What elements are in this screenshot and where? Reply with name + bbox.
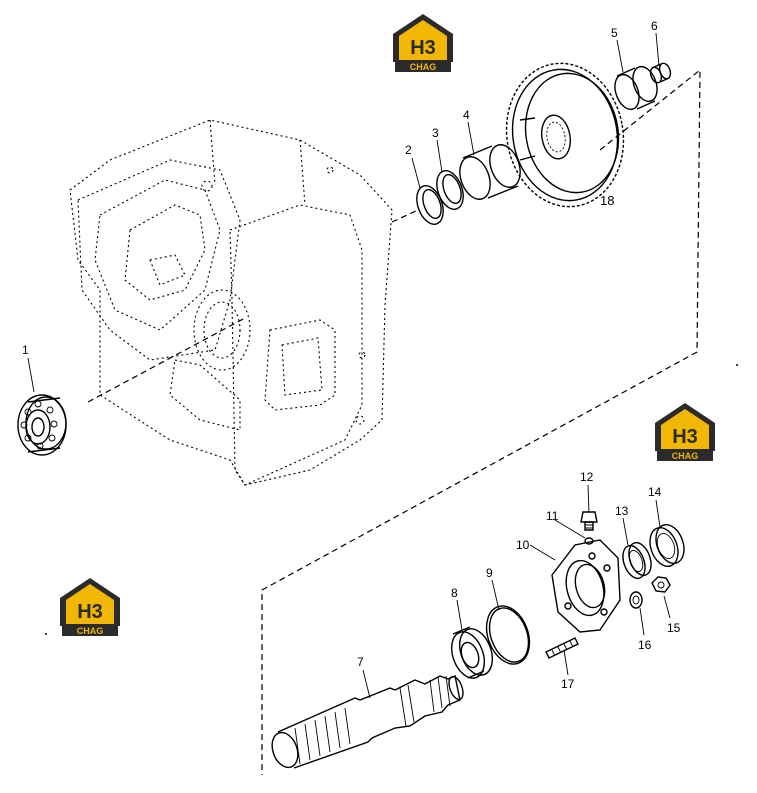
- logo-right: H3 CHAG: [655, 403, 715, 461]
- ring-part-3: [436, 170, 464, 210]
- callout-1: 1: [22, 343, 29, 357]
- o-ring-part-9: [485, 605, 531, 665]
- leader-lines: [27, 32, 671, 699]
- callout-15: 15: [667, 621, 681, 635]
- callout-4: 4: [463, 108, 470, 122]
- callout-3: 3: [432, 126, 439, 140]
- lockwasher-part-16: [629, 591, 643, 609]
- stud-part-17: [545, 637, 579, 659]
- callout-16: 16: [638, 638, 652, 652]
- callout-5: 5: [611, 26, 618, 40]
- bushing-part-6: [649, 62, 672, 84]
- gear-part-18: [505, 62, 625, 208]
- logo-mark: H3: [410, 37, 436, 59]
- cover-part-10: [551, 539, 621, 633]
- shaft-part-7: [271, 675, 464, 769]
- callout-8: 8: [451, 586, 458, 600]
- logo-sub: CHAG: [672, 451, 699, 461]
- logo-sub: CHAG: [410, 62, 437, 72]
- callout-18: 18: [600, 193, 614, 208]
- callout-labels: 1 2 3 4 5 6 7 8 9 10 11 12 13 14 15 16 1…: [22, 19, 681, 691]
- logo-top: H3 CHAG: [393, 14, 453, 72]
- callout-12: 12: [580, 470, 594, 484]
- logo-mark: H3: [77, 601, 103, 623]
- seal-part-14: [649, 523, 685, 568]
- callout-2: 2: [405, 143, 412, 157]
- logo-mark: H3: [672, 426, 698, 448]
- callout-17: 17: [561, 677, 575, 691]
- plug-part-12: [580, 511, 598, 531]
- callout-14: 14: [648, 485, 662, 499]
- assembly-axes: [87, 68, 701, 775]
- callout-9: 9: [486, 566, 493, 580]
- snap-ring-part-2: [416, 185, 444, 225]
- callout-11: 11: [546, 509, 559, 523]
- logo-left: H3 CHAG: [60, 578, 120, 636]
- seal-part-13: [622, 541, 652, 580]
- callout-6: 6: [651, 19, 658, 33]
- bearing-part-8: [450, 626, 494, 679]
- callout-7: 7: [357, 655, 364, 669]
- callout-13: 13: [615, 504, 629, 518]
- bearing-part-1: [17, 394, 67, 456]
- washer-part-11: [584, 537, 594, 545]
- nut-part-15: [651, 576, 671, 593]
- transmission-housing: [69, 119, 393, 486]
- callout-10: 10: [516, 538, 530, 552]
- logo-sub: CHAG: [77, 626, 104, 636]
- race-part-5: [614, 65, 658, 111]
